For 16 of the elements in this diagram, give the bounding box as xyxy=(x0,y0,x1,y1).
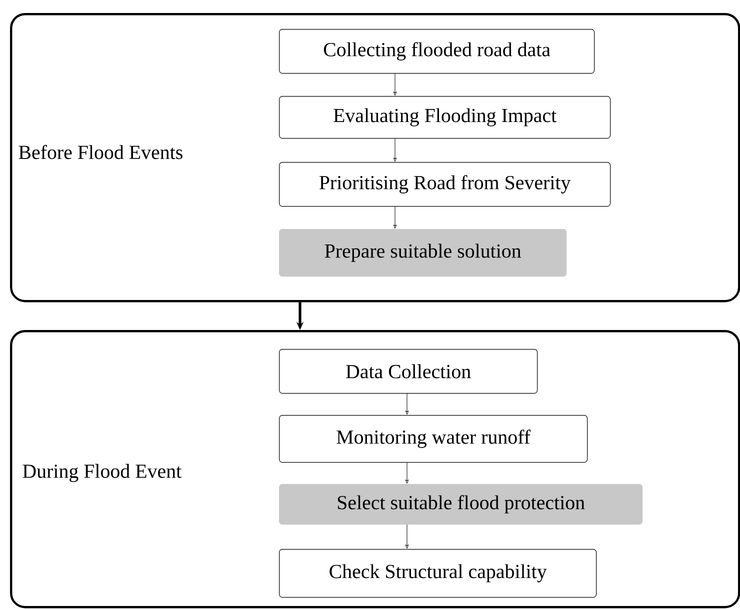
step-box: Monitoring water runoff xyxy=(279,415,588,463)
arrow xyxy=(393,138,397,162)
step-box: Evaluating Flooding Impact xyxy=(279,96,611,139)
arrow xyxy=(405,462,409,484)
highlighted-step-box: Prepare suitable solution xyxy=(279,229,567,277)
arrow xyxy=(405,393,409,415)
arrow xyxy=(393,73,397,96)
highlighted-step-box: Select suitable flood protection xyxy=(279,484,643,525)
step-box: Collecting flooded road data xyxy=(279,29,595,74)
stage-label: Before Flood Events xyxy=(18,144,182,160)
step-box: Prioritising Road from Severity xyxy=(279,162,611,207)
step-box: Check Structural capability xyxy=(279,549,597,598)
arrow xyxy=(405,524,409,549)
arrow xyxy=(393,206,397,229)
stage-label: During Flood Event xyxy=(22,464,182,482)
step-box: Data Collection xyxy=(279,349,538,394)
